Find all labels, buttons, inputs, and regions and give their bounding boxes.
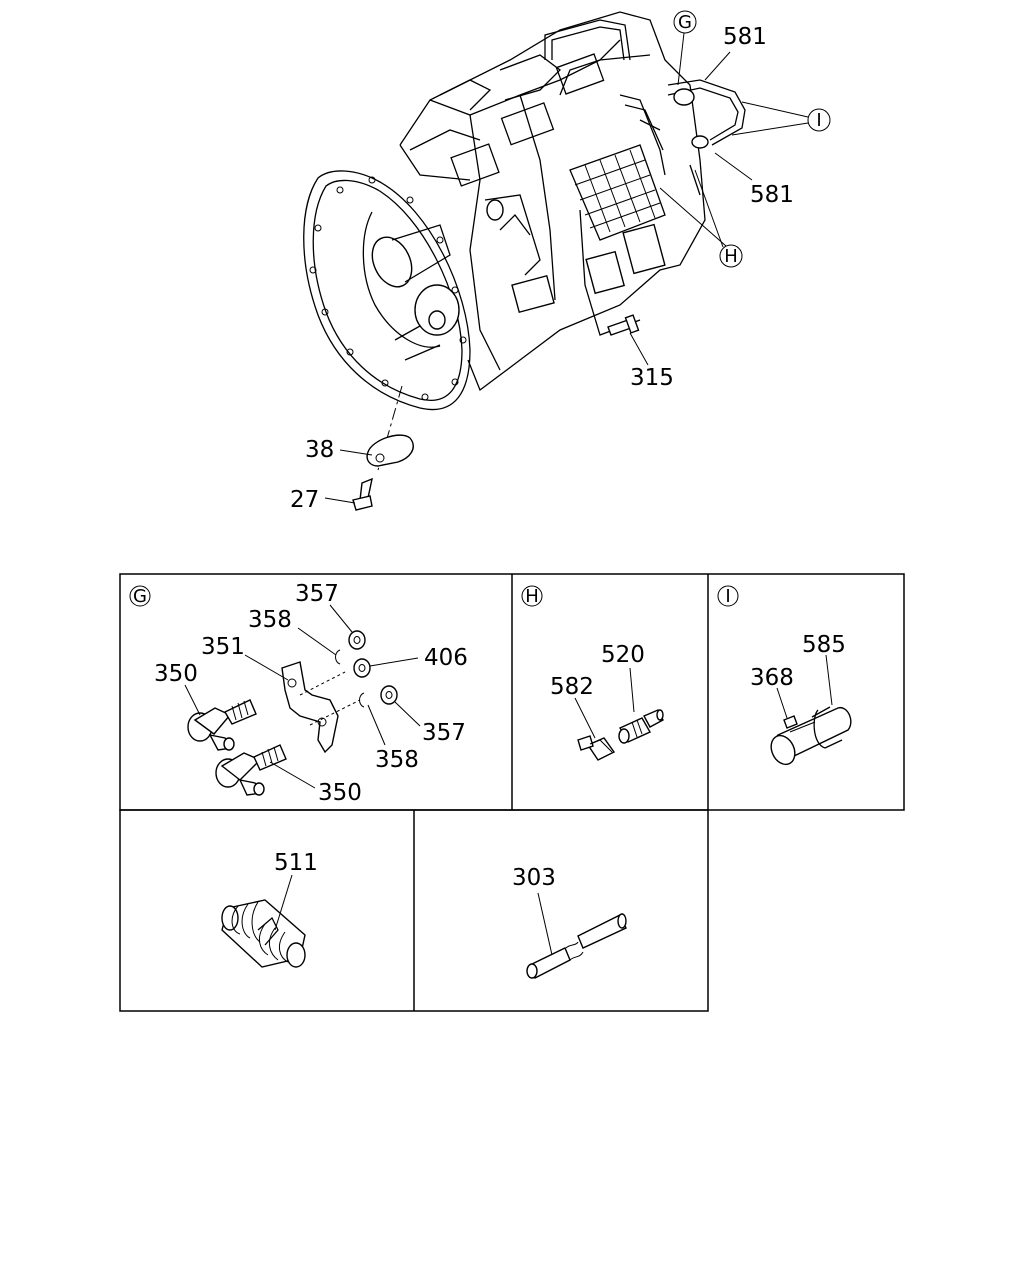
panel-g-label-351: 351: [201, 634, 245, 660]
panel-h-label-582: 582: [550, 674, 594, 700]
ref-circle-i: [807, 108, 831, 132]
panel-g-label-350-top: 350: [154, 661, 198, 687]
panel-i-label-585: 585: [802, 632, 846, 658]
panel-h-label-520: 520: [601, 642, 645, 668]
callout-581-top: 581: [723, 24, 767, 50]
callout-581-bottom: 581: [750, 182, 794, 208]
main-leader-lines: [324, 10, 831, 511]
panel-h: H 520 582: [521, 585, 664, 761]
panel-511-label: 511: [274, 850, 318, 876]
panel-h-ref: H: [525, 586, 539, 607]
ref-circle-h: [719, 244, 743, 268]
panel-303: 303: [512, 865, 627, 979]
panel-i-ref: I: [725, 586, 730, 607]
callout-h-ref: H: [724, 246, 738, 267]
callout-27: 27: [290, 487, 319, 513]
panel-g: G: [129, 581, 468, 806]
transmission-illustration: [303, 11, 746, 411]
panel-511: 511: [221, 850, 318, 968]
callout-38: 38: [305, 437, 334, 463]
panel-g-label-358-top: 358: [248, 607, 292, 633]
panel-i: I 585 368: [717, 585, 852, 766]
panel-g-label-350-bottom: 350: [318, 780, 362, 806]
callout-g-ref: G: [678, 12, 692, 33]
panel-g-label-357-top: 357: [295, 581, 339, 607]
callout-i-ref: I: [816, 110, 821, 131]
panel-g-ref: G: [133, 586, 147, 607]
panel-g-label-357-bottom: 357: [422, 720, 466, 746]
panel-g-label-358-bottom: 358: [375, 747, 419, 773]
detail-panels-grid: [119, 573, 905, 1012]
ref-circle-g: [673, 10, 697, 34]
callout-315: 315: [630, 365, 674, 391]
panel-303-label: 303: [512, 865, 556, 891]
panel-i-label-368: 368: [750, 665, 794, 691]
panel-g-label-406: 406: [424, 645, 468, 671]
